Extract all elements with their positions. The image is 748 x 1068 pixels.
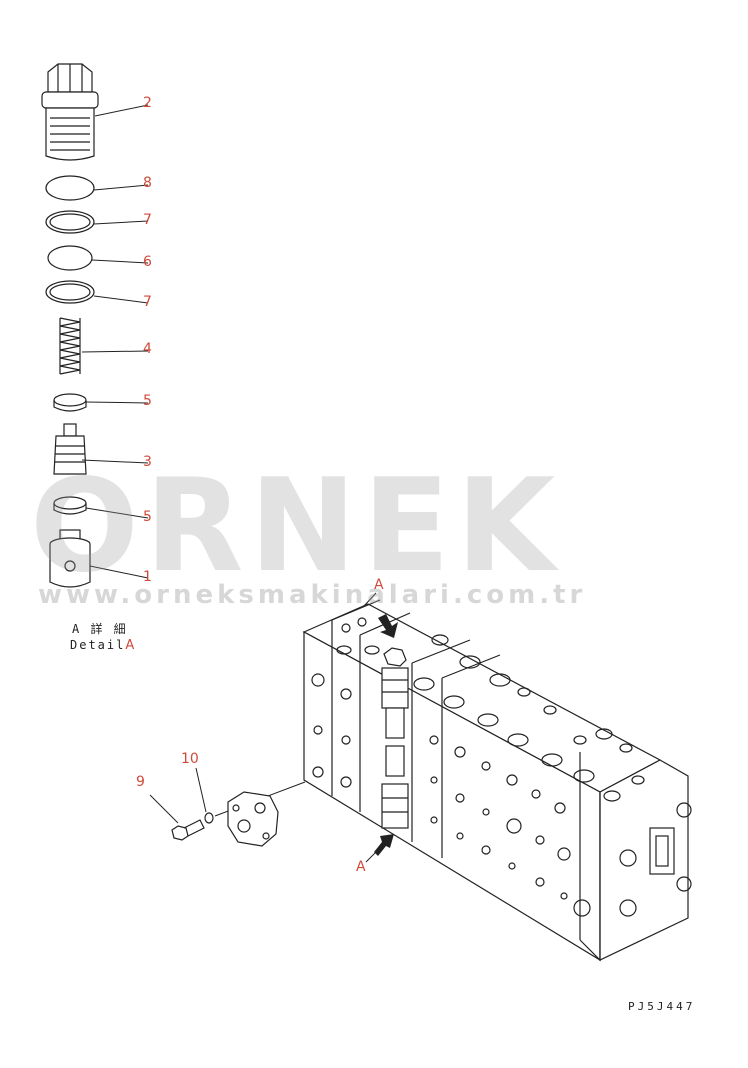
callout-3: 3: [143, 454, 152, 470]
callout-5b: 5: [143, 509, 152, 525]
callout-1: 1: [143, 569, 152, 585]
view-arrows: [374, 614, 398, 856]
cover-flange: [227, 791, 279, 847]
seat-part-5a: [53, 393, 87, 412]
ring-part-7a: [45, 210, 95, 234]
front-ports: [311, 673, 571, 900]
callout-5a: 5: [143, 393, 152, 409]
sleeve-part-1: [49, 529, 91, 588]
spring-part-4: [59, 317, 81, 375]
view-label-a-bottom: A: [356, 859, 366, 875]
plug-part-2: [41, 63, 99, 161]
detail-caption-text: Detail: [70, 638, 126, 652]
watermark-brand: ORNEK: [30, 452, 562, 601]
detail-caption: DetailA: [70, 638, 136, 653]
callout-10: 10: [181, 751, 199, 767]
callout-8: 8: [143, 175, 152, 191]
section-cartridges: [381, 647, 409, 829]
ring-part-6: [47, 245, 93, 271]
callout-7b: 7: [143, 294, 152, 310]
ring-part-7b: [45, 280, 95, 304]
view-label-a-top: A: [374, 577, 384, 593]
detail-caption-jp: A 詳 細: [72, 622, 128, 636]
bolt-part-9: [171, 819, 205, 841]
ring-part-8: [45, 175, 95, 201]
top-ports: [336, 617, 645, 802]
callout-4: 4: [143, 341, 152, 357]
arrow-down-icon: [378, 614, 398, 638]
drawing-code: PJ5J447: [628, 1000, 696, 1013]
watermark-url: www.orneksmakinalari.com.tr: [38, 580, 587, 610]
washer-part-10: [204, 812, 214, 824]
callout-9: 9: [136, 774, 145, 790]
callout-7a: 7: [143, 212, 152, 228]
callout-6: 6: [143, 254, 152, 270]
seat-part-5b: [53, 496, 87, 515]
detail-caption-suffix: A: [125, 638, 137, 653]
valve-part-3: [53, 423, 87, 475]
callout-2: 2: [143, 95, 152, 111]
control-valve-body: [302, 599, 692, 962]
arrow-up-icon: [374, 834, 394, 856]
